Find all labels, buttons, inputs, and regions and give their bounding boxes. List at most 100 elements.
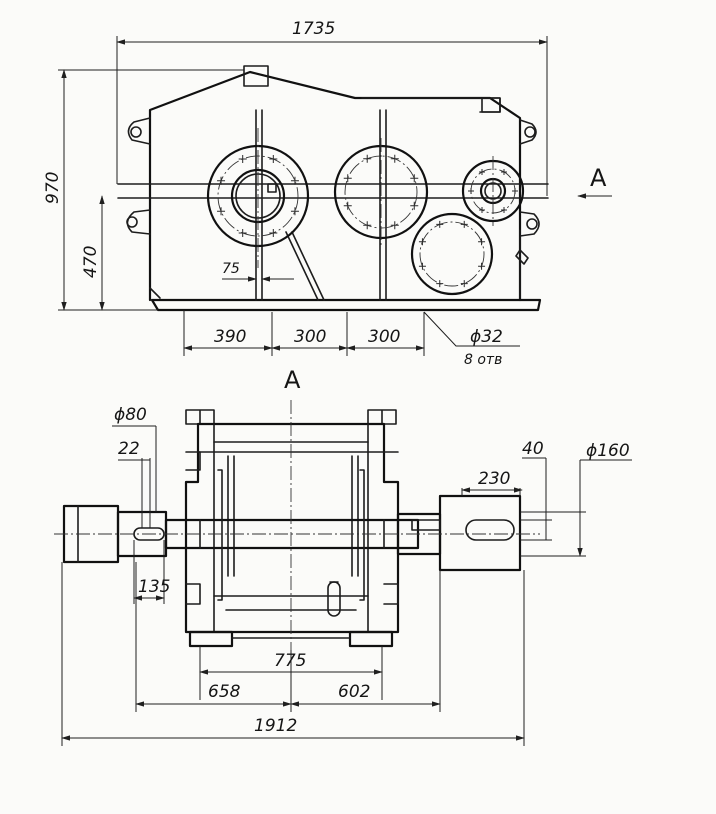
bolt-cross [479, 207, 485, 214]
bolt-cross [418, 262, 426, 270]
bolt-cross [478, 262, 486, 270]
parting-flange [117, 183, 549, 199]
bolt-cross [390, 154, 399, 163]
dim-135-ext [133, 540, 165, 604]
bolt-cross [418, 238, 426, 246]
lower-gear-outer [410, 212, 494, 296]
dim-135-label: 135 [138, 577, 170, 597]
right-shaft-detail [411, 519, 441, 531]
lifting-lug-right-bottom [519, 211, 540, 237]
dim-390-label: 390 [214, 327, 246, 347]
bolt-cross [238, 228, 247, 237]
dim-658-label: 658 [208, 682, 241, 702]
dim-230-label: 230 [478, 469, 510, 489]
lifting-lug-left-bottom [126, 209, 151, 235]
dim-300a-label: 300 [294, 327, 326, 347]
bolt-cross [217, 176, 226, 185]
housing-body-outline [184, 422, 400, 634]
dim-22-label: 22 [118, 439, 140, 459]
bolt-hole-label: ϕ32 [470, 327, 503, 347]
rib-2 [379, 109, 387, 301]
rib-1 [255, 109, 263, 301]
top-vent [481, 97, 501, 113]
lifting-lug-right-top [519, 119, 537, 145]
inspection-cover [243, 65, 269, 87]
top-bracket-left [185, 409, 215, 425]
lug-hole-left-bottom [126, 216, 138, 228]
bearing-1-bolt-crosses [217, 155, 299, 237]
bolt-count-label: 8 отв [464, 352, 502, 368]
lug-hole-right-top [524, 126, 536, 138]
bolt-cross [436, 220, 444, 228]
dim-phi160-ext [520, 511, 586, 557]
bolt-cross [343, 201, 352, 210]
gear-hatch-left [217, 469, 223, 601]
bolt-cross [478, 238, 486, 246]
lower-gear-bolt-circle [419, 221, 485, 287]
bolt-cross [436, 280, 444, 288]
bolt-cross [468, 188, 474, 194]
dim-1912-ext [61, 562, 525, 746]
bolt-cross [217, 207, 226, 216]
bolt-cross [343, 174, 352, 183]
dim-40-ext [520, 519, 552, 541]
side-bracket-left [185, 451, 201, 605]
front-view: A 1735 970 470 75 390 300 300 ϕ32 8 отв [43, 19, 612, 368]
rib-v-right [351, 455, 359, 577]
lifting-lug-left-top [127, 117, 151, 145]
dim-22-ext [141, 458, 151, 528]
oil-gauge [515, 249, 529, 265]
view-a: A [54, 366, 632, 746]
bolt-cross [363, 154, 372, 163]
oil-dipstick [327, 581, 341, 617]
bolt-cross [290, 176, 299, 185]
bearing-1-keyway [267, 183, 277, 193]
rib-diagonal [285, 231, 325, 301]
dim-775-label: 775 [274, 651, 306, 671]
bolt-cross [390, 221, 399, 230]
dim-75-label: 75 [222, 261, 240, 277]
lower-gear-bolt-crosses [418, 220, 486, 288]
dim-phi80-label: ϕ80 [114, 405, 147, 425]
top-bracket-right [367, 409, 397, 425]
dim-300b-label: 300 [368, 327, 400, 347]
base-foot-left [188, 630, 234, 648]
base-flange [150, 298, 542, 312]
right-keyway [465, 519, 515, 541]
bolt-hole-leader [423, 311, 520, 347]
view-arrow-letter: A [590, 164, 607, 192]
dim-40-label: 40 [522, 439, 544, 459]
bearing-3-bolt-crosses [468, 168, 518, 214]
dim-1912-label: 1912 [254, 716, 297, 736]
oil-drain [149, 287, 161, 299]
view-a-title: A [284, 366, 301, 394]
housing-inner-wall [213, 423, 369, 633]
bolt-cross [290, 207, 299, 216]
dim-970-label: 970 [43, 172, 63, 204]
rib-v-left [227, 455, 235, 577]
base-foot-right [348, 630, 394, 648]
dim-470-label: 470 [81, 246, 101, 278]
bolt-cross [410, 201, 419, 210]
bolt-cross [269, 228, 278, 237]
bolt-cross [269, 155, 278, 164]
bolt-cross [501, 207, 507, 214]
right-shaft-end [438, 494, 522, 572]
gear-hatch-right [359, 469, 365, 601]
top-cover-plate [361, 97, 501, 113]
housing-outline [148, 70, 522, 302]
dim-602-label: 602 [338, 682, 370, 702]
bearing-2-bolt-crosses [343, 154, 419, 230]
dim-phi160-label: ϕ160 [586, 441, 630, 461]
lug-hole-left-top [130, 126, 142, 138]
bolt-cross [460, 220, 468, 228]
bolt-cross [363, 221, 372, 230]
left-shaft-end [62, 504, 120, 564]
bolt-cross [460, 280, 468, 288]
side-bracket-right [383, 451, 399, 605]
bolt-cross [479, 168, 485, 175]
dim-230-ext [461, 488, 521, 496]
bolt-cross [238, 155, 247, 164]
